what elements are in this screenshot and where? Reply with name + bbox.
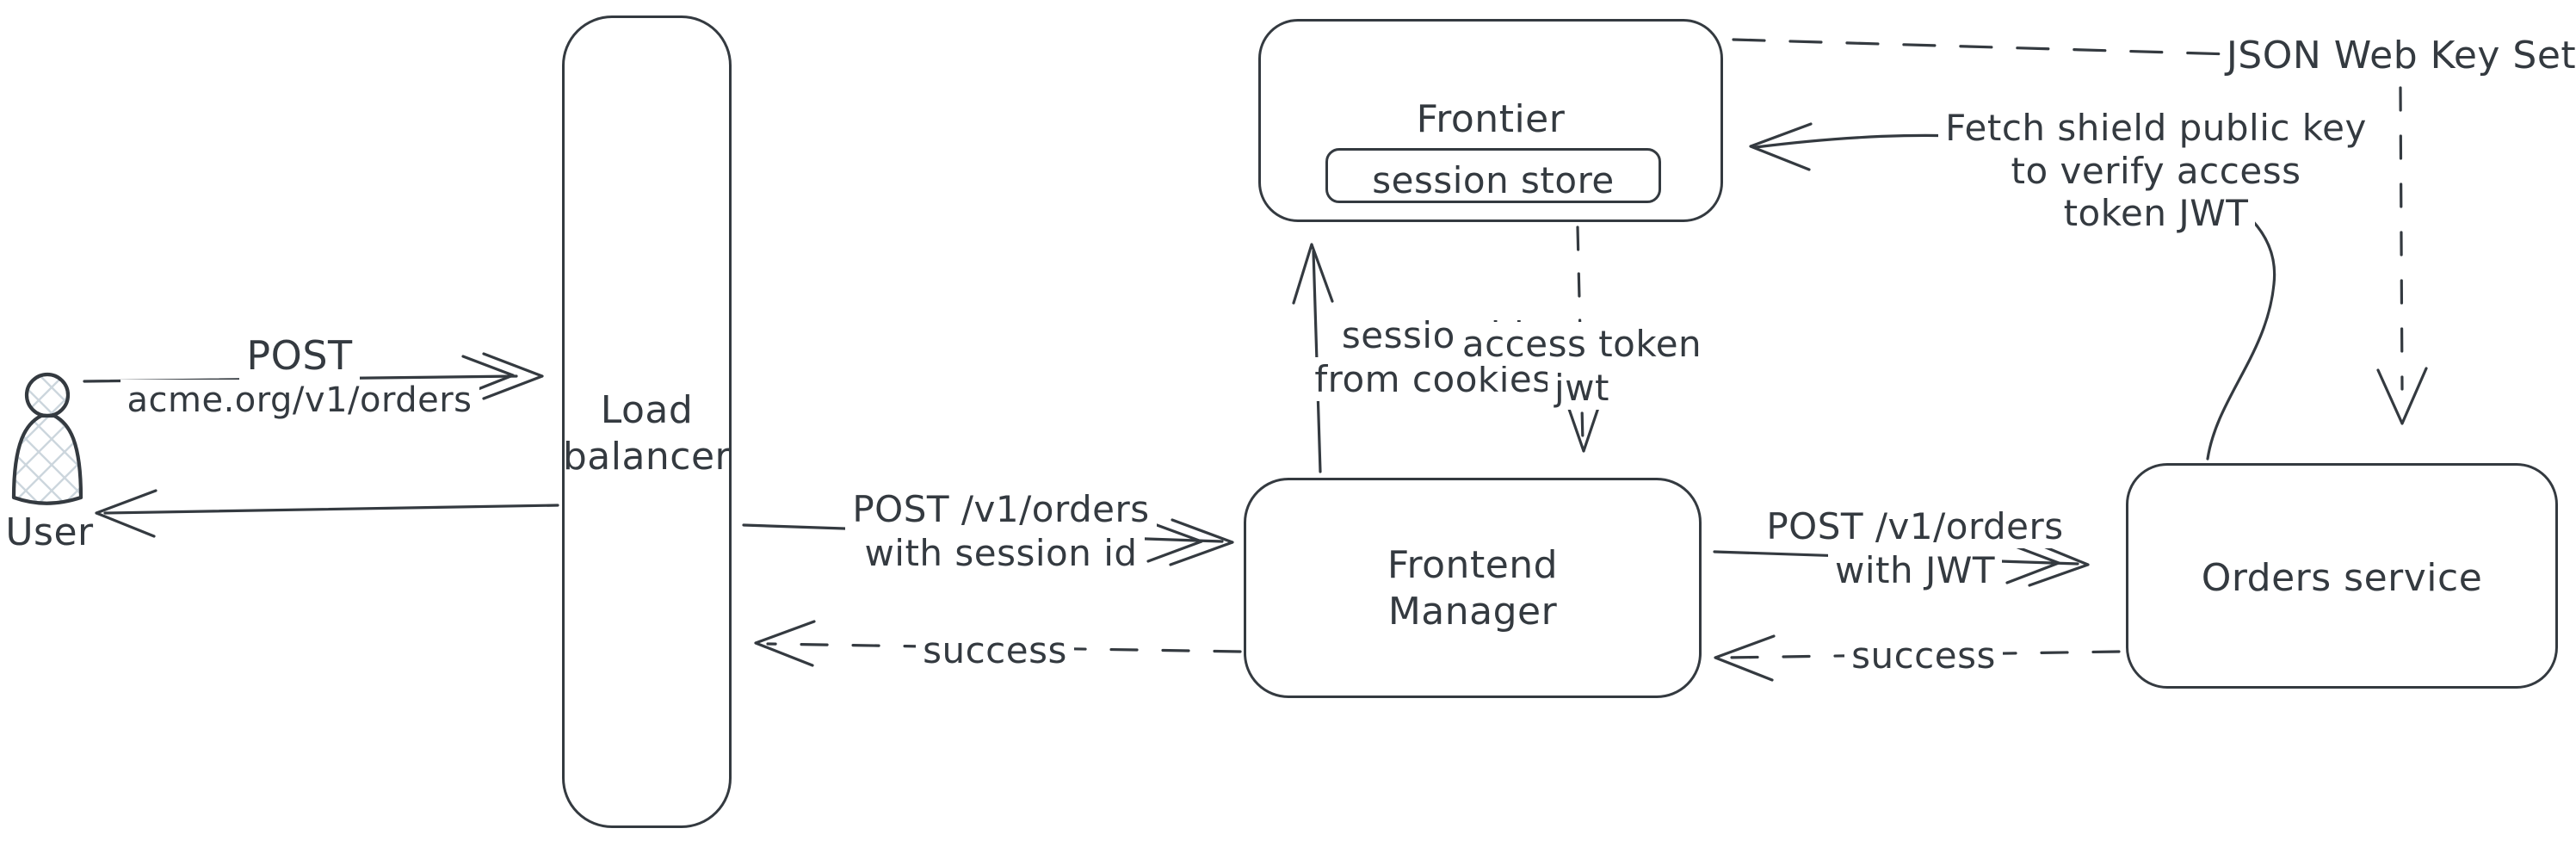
line-frontier-to-jwks (1732, 38, 2233, 56)
edge-label-post-session-id: POST /v1/orders with session id (794, 487, 1208, 576)
edge-label-access-token-jwt: access token jwt (1393, 322, 1771, 411)
node-session-store (1325, 148, 1661, 203)
user-label: User (5, 510, 94, 554)
frontend-manager-label: Frontend Manager (1387, 543, 1559, 634)
edge-label-post-acme: POST acme.org/v1/orders (120, 331, 479, 422)
arrow-jwks-down (2376, 86, 2428, 425)
orders-service-label: Orders service (2201, 556, 2483, 600)
session-store-label: session store (1372, 159, 1615, 201)
load-balancer-label: Load balancer (562, 388, 732, 479)
node-load-balancer (562, 15, 732, 828)
arrow-lb-to-user (95, 489, 559, 538)
edge-label-success-left: success (883, 628, 1107, 673)
arrow-fm-to-lb-success (754, 620, 1242, 667)
edge-label-success-right: success (1812, 634, 2035, 678)
edge-label-jwks: JSON Web Key Set (2226, 34, 2576, 77)
arrow-orders-to-fm-success (1714, 634, 2121, 682)
user-icon (11, 372, 83, 505)
node-orders-service (2126, 463, 2558, 689)
edge-label-fetch-key: Fetch shield public key to verify access… (1938, 107, 2374, 235)
frontier-label: Frontier (1416, 97, 1566, 141)
edge-label-post-jwt: POST /v1/orders with JWT (1759, 504, 2071, 593)
node-frontend-manager (1244, 478, 1702, 698)
